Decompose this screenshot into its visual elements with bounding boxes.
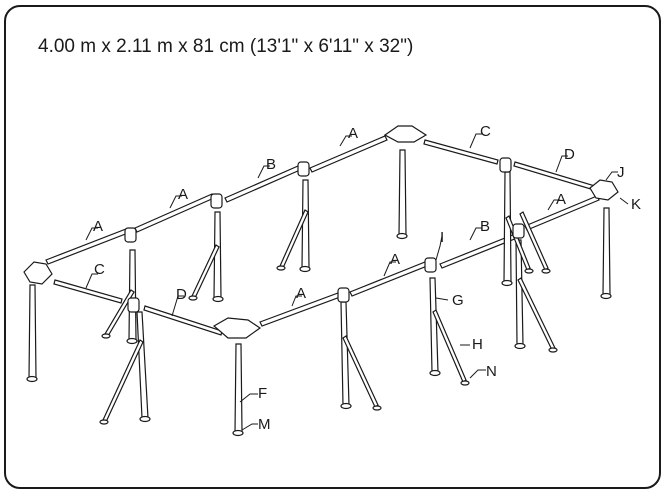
label-g: G (452, 292, 464, 309)
rail-c-back-right (423, 139, 499, 165)
corner-joint-front (212, 317, 262, 339)
rail-d-back-right (513, 161, 596, 191)
foot (514, 342, 526, 350)
t-joint (124, 227, 137, 243)
diagram-frame (4, 5, 661, 489)
brace-right-far (519, 211, 549, 271)
leg-front-center-f (234, 343, 243, 433)
foot (299, 265, 311, 273)
label-f: F (258, 385, 267, 402)
rail-b-back-mid (224, 165, 301, 203)
foot (372, 405, 382, 411)
foot (188, 295, 198, 301)
brace-front-left2 (102, 339, 144, 423)
rail-a-front-left-end (45, 228, 129, 265)
label-a: A (178, 186, 188, 203)
foot (429, 369, 441, 377)
frame-dimensions-title: 4.00 m x 2.11 m x 81 cm (13'1" x 6'11" x… (38, 36, 414, 57)
foot (101, 333, 111, 339)
t-joint (499, 157, 512, 173)
label-a: A (348, 125, 358, 142)
label-k: K (631, 196, 641, 213)
foot (99, 419, 109, 425)
t-joint-i (424, 257, 437, 273)
foot-m (232, 429, 244, 437)
foot (524, 268, 534, 274)
rail-d-front-left (143, 305, 223, 336)
label-b: B (266, 156, 276, 173)
label-j: J (617, 164, 625, 181)
foot (340, 402, 352, 410)
foot-n (460, 380, 470, 386)
foot (276, 265, 286, 271)
foot (26, 375, 38, 383)
foot (396, 232, 408, 240)
corner-joint-j (589, 179, 619, 201)
foot (501, 279, 513, 287)
t-joint (127, 297, 140, 313)
leg-front-left2 (136, 311, 149, 419)
brace-front-mid (342, 335, 379, 408)
t-joint (337, 287, 350, 303)
brace-right-k (517, 277, 556, 351)
label-a: A (556, 191, 566, 208)
corner-joint-back (383, 125, 428, 143)
label-d: D (176, 286, 187, 303)
rail-a-front-right (349, 261, 428, 297)
t-joint (210, 193, 223, 209)
leg-corner-left-far (28, 284, 37, 379)
label-i: I (440, 229, 444, 246)
rail-c-front-left (53, 279, 123, 304)
foot (126, 337, 138, 345)
rail-a-back-right (309, 135, 388, 173)
brace-back-right (505, 215, 531, 271)
label-n: N (486, 363, 497, 380)
t-joint (512, 223, 525, 239)
foot (548, 347, 558, 353)
leg-front-mid (340, 301, 350, 406)
label-m: M (258, 416, 271, 433)
foot (600, 292, 612, 300)
corner-joint-left (23, 261, 53, 285)
label-c: C (94, 261, 105, 278)
label-a: A (390, 251, 400, 268)
brace-front-right-h (432, 309, 467, 383)
t-joint (297, 161, 310, 177)
label-a: A (93, 218, 103, 235)
label-a: A (296, 285, 306, 302)
label-d: D (564, 146, 575, 163)
leg-back-center (398, 149, 407, 236)
foot (212, 295, 224, 303)
label-b: B (480, 218, 490, 235)
label-c: C (480, 123, 491, 140)
leg-front-right-g (429, 277, 439, 373)
foot (541, 268, 551, 274)
foot (139, 415, 151, 423)
label-h: H (472, 336, 483, 353)
leg-right-far (602, 207, 611, 296)
